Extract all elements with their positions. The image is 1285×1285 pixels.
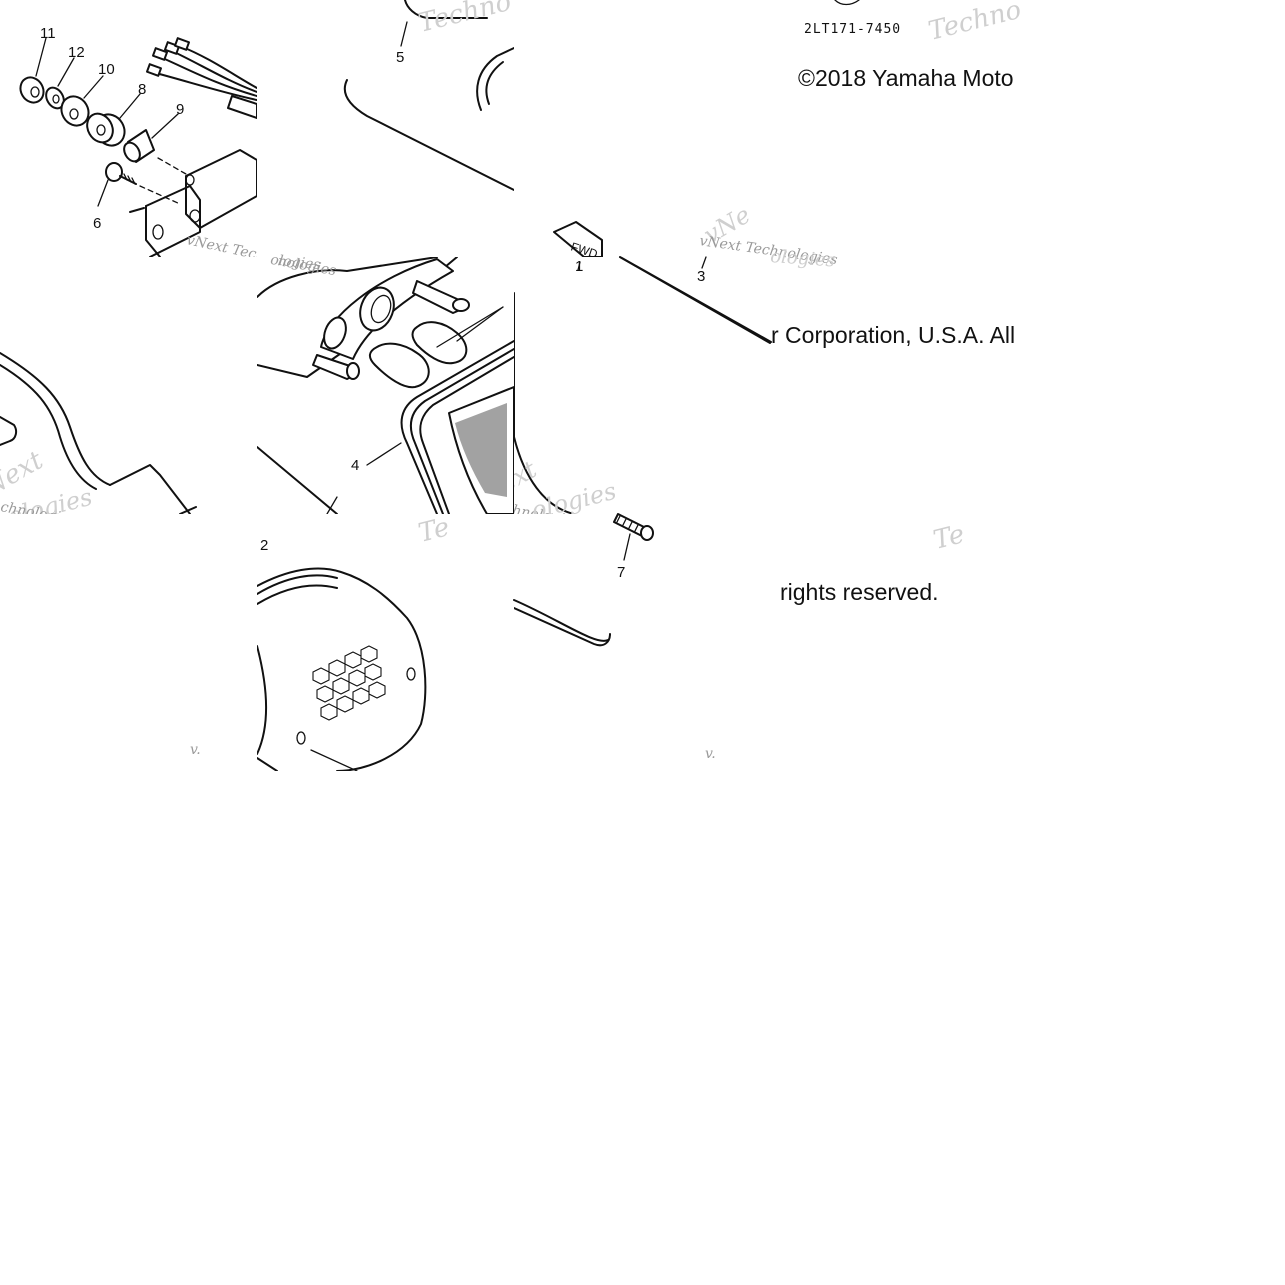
diagram-tile-blank-left: v.: [0, 514, 257, 771]
wire-harness: [145, 37, 257, 119]
callout-5: 5: [396, 49, 404, 66]
washer-part-10: [60, 75, 104, 127]
callout-8: 8: [138, 81, 146, 98]
lens-front-drawing: 2 Te: [257, 514, 452, 771]
callout-7: 7: [617, 564, 625, 581]
copyright-drawing-2: r Corporation, U.S.A. All: [771, 322, 1015, 348]
nut-part-11: [19, 37, 47, 104]
watermark-fragment: v.: [705, 746, 716, 762]
copyright-drawing-1: 2LT171-7450 ©2018 Yamaha Moto Techno: [798, 0, 1024, 91]
diagram-tile-lens-right: ext chnologies ologies: [514, 257, 771, 514]
screw-part-6: [97, 162, 181, 207]
diagram-tile-copyright-2: r Corporation, U.S.A. All: [771, 257, 1028, 514]
copyright-line-2: r Corporation, U.S.A. All: [771, 322, 1015, 348]
diagram-tile-copyright-3: rights reserved.: [771, 514, 1028, 771]
callout-3: 3: [697, 268, 705, 285]
bulbs-drawing: 4 nologies: [257, 257, 514, 514]
reflector: [448, 386, 514, 514]
copyright-line-3: rights reserved.: [780, 579, 939, 605]
callout-1: 1: [575, 258, 583, 275]
watermark-fragment: ologies: [770, 246, 836, 271]
bolt-part-7: [613, 513, 654, 561]
watermark-fragment: v.: [190, 742, 201, 758]
diagram-tile-lens-bottom: [514, 514, 771, 771]
mounting-bracket: [129, 149, 257, 257]
leader-part-3: [701, 256, 707, 269]
callout-6: 6: [93, 215, 101, 232]
copyright-drawing-3: rights reserved.: [780, 579, 939, 605]
lens-top-drawing: 5 Techno: [343, 0, 514, 191]
blank-left-drawing: v.: [190, 742, 201, 758]
collar-part-9: [123, 113, 179, 163]
diagram-tile-bulbs: 4 nologies: [257, 257, 514, 514]
lens-gasket: [257, 340, 514, 514]
diagram-tile-lens-top: 5 Techno: [257, 0, 514, 257]
diagram-tile-lens-front: 2 Te: [257, 514, 514, 771]
part-number: 2LT171-7450: [804, 22, 901, 37]
leader-line-long: [619, 256, 772, 343]
callout-10: 10: [98, 61, 115, 78]
diagram-tile-hardware: 11 12 10 8 9 6 vNext Technologies: [0, 0, 257, 257]
hardware-drawing: 11 12 10 8 9 6 vNext Technologies: [19, 25, 257, 257]
grommet-part-8: [86, 93, 141, 147]
leader-part-1: [577, 261, 581, 271]
washer-part-12: [45, 57, 75, 110]
callout-9: 9: [176, 101, 184, 118]
callout-4: 4: [351, 457, 359, 474]
lens-bottom-drawing: [514, 607, 611, 647]
lens-bottom-edge: [513, 599, 609, 642]
fwd-drawing: FWD vNe: [553, 201, 755, 257]
callout-2: 2: [260, 537, 268, 554]
lens-honeycomb: [312, 645, 386, 721]
callout-12: 12: [68, 44, 85, 61]
bulbs: [369, 306, 504, 389]
copyright-line-1: ©2018 Yamaha Moto: [798, 65, 1014, 91]
callout-11: 11: [40, 25, 56, 42]
diagram-tile-body-left: Next ologies chnologies: [0, 257, 257, 514]
fwd-arrow: FWD: [553, 221, 603, 257]
body-left-drawing: Next ologies chnologies: [0, 352, 197, 514]
tail-lens: [257, 567, 427, 771]
socket-housing: [257, 257, 470, 380]
watermark-fragment: Te: [930, 519, 967, 556]
watermark-fragment: ologies: [270, 252, 322, 273]
diagram-tile-copyright-1: 2LT171-7450 ©2018 Yamaha Moto Techno: [771, 0, 1028, 257]
diagram-tile-fwd: FWD vNe: [514, 0, 771, 257]
